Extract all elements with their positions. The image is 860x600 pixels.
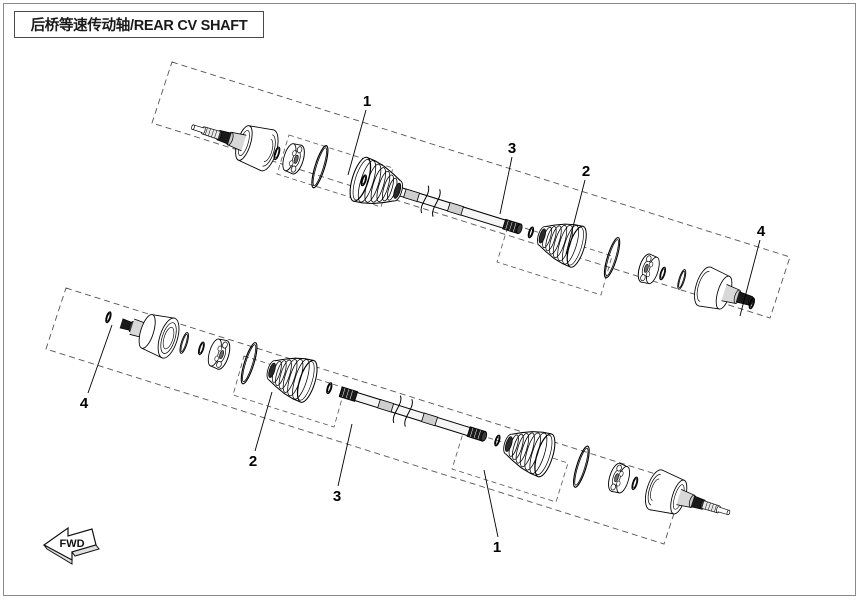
lower-outer-snap-ring [630, 475, 640, 491]
callout-lower-2: 2 [249, 453, 257, 470]
upper-boot-clamp-large [308, 143, 332, 190]
lower-outer-tripod-bearing [605, 461, 633, 496]
callout-lower-3: 3 [333, 488, 341, 505]
upper-inner-snap-ring-2 [675, 268, 688, 291]
upper-rubber-boot [345, 154, 409, 215]
fwd-arrow-shape [42, 526, 97, 562]
lower-callout-4-leader [87, 324, 113, 394]
lower-tripod-bearing [204, 336, 234, 372]
lower-rubber-boot [497, 420, 560, 480]
upper-callout-2-leader [565, 179, 586, 255]
shaft-break-mark [420, 185, 441, 217]
upper-assembly-frame [151, 61, 791, 319]
lower-snap-ring-small [196, 340, 206, 356]
lower-boot-clamp-large [237, 340, 261, 386]
upper-cv-shaft-assembly [151, 61, 791, 319]
callout-upper-4: 4 [757, 223, 766, 240]
lower-callout-2-leader [254, 391, 273, 452]
lower-cv-shaft-assembly [45, 287, 737, 545]
shaft-break-mark [392, 395, 413, 427]
callout-lower-1: 1 [493, 539, 501, 556]
callout-upper-3: 3 [508, 140, 516, 157]
upper-inner-snap-ring [658, 266, 668, 281]
lower-end-circlip [104, 310, 113, 324]
lower-outer-cv-joint [119, 314, 180, 359]
fwd-arrow: FWD [42, 526, 100, 565]
upper-callout-4-leader [739, 239, 761, 317]
lower-callout-3-leader [337, 423, 353, 487]
lower-callout-1-leader [483, 469, 499, 538]
diagram-title-box: 后桥等速传动轴/REAR CV SHAFT [14, 11, 264, 38]
callout-numbers: 1 3 2 4 4 2 3 1 [80, 93, 766, 556]
upper-inner-boot-clamp-large [600, 235, 624, 280]
upper-inner-rubber-boot [531, 213, 591, 270]
upper-outer-cv-joint [184, 105, 283, 174]
callout-upper-1: 1 [363, 93, 371, 110]
fwd-arrow-shadow [43, 544, 73, 565]
upper-callout-3-leader [499, 156, 513, 215]
page-title: 后桥等速传动轴/REAR CV SHAFT [30, 18, 248, 34]
lower-drive-shaft [338, 386, 488, 442]
fwd-arrow-shadow-2 [71, 544, 100, 557]
lower-snap-ring-med [177, 331, 191, 355]
lower-assembly-frame [45, 287, 685, 545]
upper-inner-tripod-bearing [634, 251, 663, 287]
lower-outer-boot-clamp-large [569, 444, 593, 490]
upper-callout-1-leader [347, 109, 367, 176]
callout-lower-4: 4 [80, 395, 89, 412]
upper-inner-boot-clamp-small [526, 225, 536, 239]
upper-outer-boot-box [276, 134, 394, 208]
lower-outer-cv-joint-end [640, 466, 737, 534]
callout-upper-2: 2 [582, 163, 590, 180]
upper-inner-cv-joint [694, 266, 754, 310]
fwd-arrow-label: FWD [59, 538, 84, 550]
lower-boot-clamp-small [325, 381, 334, 395]
